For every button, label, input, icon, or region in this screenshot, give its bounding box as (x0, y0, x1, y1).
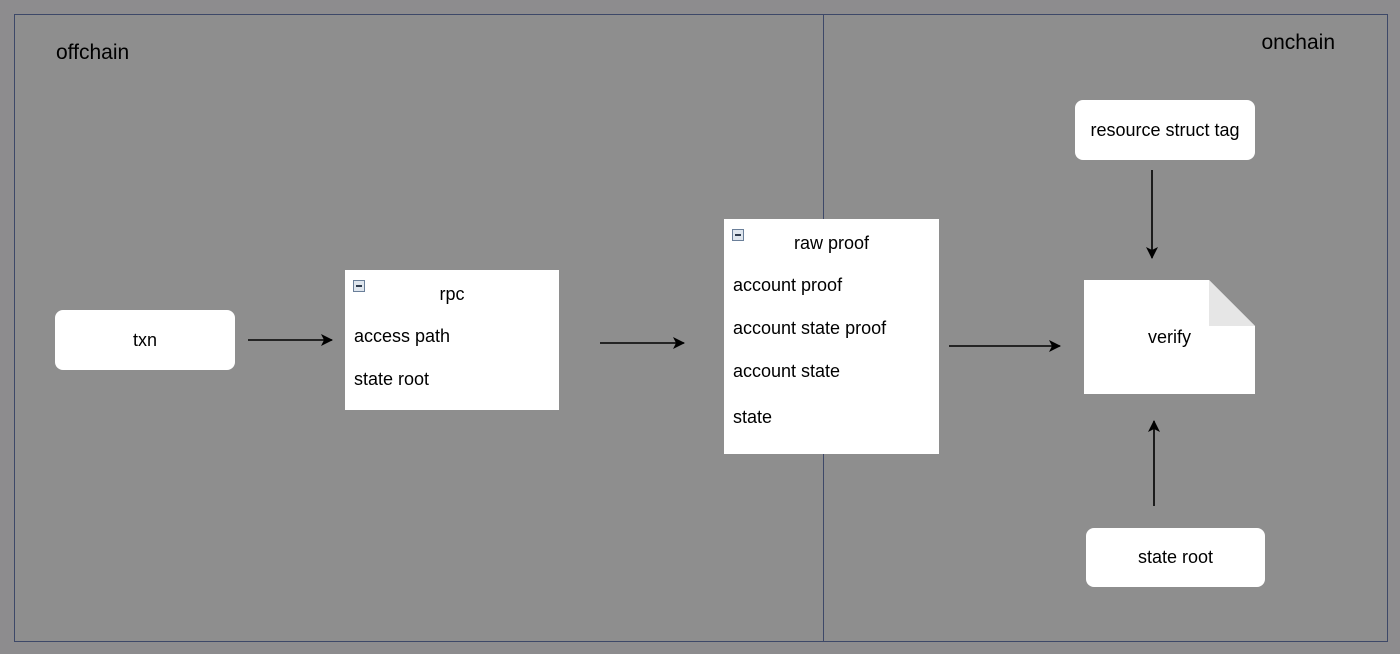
resource-struct-tag-node[interactable]: resource struct tag (1075, 100, 1255, 160)
rpc-item-access-path: access path (354, 326, 451, 346)
collapse-icon[interactable] (732, 229, 744, 241)
resource-struct-tag-label: resource struct tag (1090, 119, 1240, 140)
txn-label: txn (132, 329, 157, 350)
rpc-title: rpc (439, 284, 465, 304)
verify-node[interactable]: verify (1084, 280, 1255, 394)
document-shape (1084, 280, 1255, 394)
state-root-node[interactable]: state root (1086, 528, 1265, 587)
txn-node[interactable]: txn (55, 310, 235, 370)
collapse-icon[interactable] (353, 280, 365, 292)
raw-proof-item-state: state (733, 407, 773, 427)
verify-label: verify (1147, 326, 1191, 347)
raw-proof-item-account-state-proof: account state proof (733, 318, 887, 338)
raw-proof-item-account-proof: account proof (733, 275, 843, 295)
offchain-label: offchain (56, 41, 130, 64)
raw-proof-item-account-state: account state (733, 361, 841, 381)
raw-proof-node[interactable]: raw proof account proof account state pr… (724, 219, 939, 454)
rpc-item-state-root: state root (354, 369, 430, 389)
raw-proof-title: raw proof (793, 233, 870, 253)
state-root-label: state root (1137, 547, 1214, 567)
rpc-node[interactable]: rpc access path state root (345, 270, 559, 410)
onchain-label: onchain (1261, 31, 1335, 54)
